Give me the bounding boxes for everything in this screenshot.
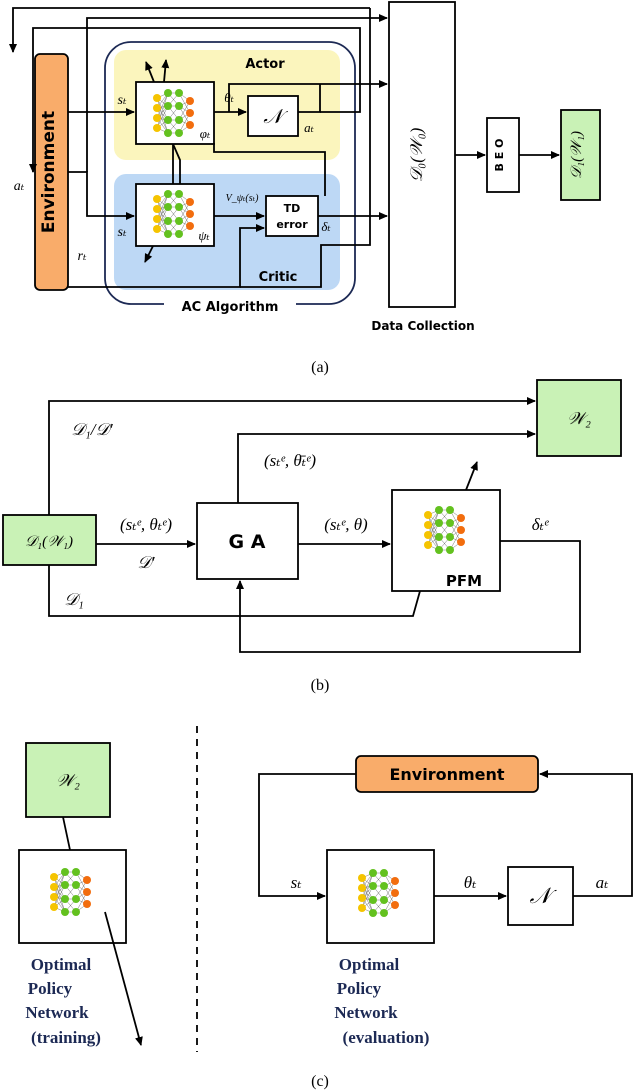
s-t-actor: sₜ <box>118 93 127 108</box>
delta-t-label: δₜ <box>321 219 331 234</box>
theta-t-label-c: θₜ <box>464 873 477 892</box>
r-t-label: rₜ <box>78 249 87 264</box>
panel-b: 𝒲₂ 𝒟₁(𝒲₁) G A PFM 𝒟₁/𝒟′ (sₜᵉ, θ̄ₜᵉ) (sₜᵉ… <box>2 379 622 694</box>
delta-e-label: δₜᵉ <box>532 515 549 534</box>
data-collection-label: Data Collection <box>371 319 474 333</box>
training-label-line1: Optimal <box>31 955 92 974</box>
d1-over-dprime-label: 𝒟₁/𝒟′ <box>71 420 113 439</box>
d1-label-b: 𝒟₁ <box>64 590 83 609</box>
a-t-right: aₜ <box>304 120 315 135</box>
panel-a: Environment 𝒩 TD error 𝒟₀(𝒲₀) Data Colle… <box>9 1 601 376</box>
s-theta-e-label: (sₜᵉ, θₜᵉ) <box>120 515 172 534</box>
a-t-left: aₜ <box>14 179 25 194</box>
evaluation-network-box <box>326 849 435 944</box>
caption-b: (b) <box>311 677 330 694</box>
panel-a-connectors <box>9 7 560 288</box>
training-label-line2: Policy <box>28 979 73 998</box>
panel-c-connectors <box>258 770 633 900</box>
ac-label-bg <box>164 298 296 314</box>
td-label: TD <box>284 202 301 215</box>
training-output-arrow <box>104 911 143 1046</box>
d1w1-label-b: 𝒟₁(𝒲₁) <box>25 534 73 550</box>
ac-algorithm-label: AC Algorithm <box>182 300 279 315</box>
error-label: error <box>276 218 308 231</box>
s-theta-bar-label: (sₜᵉ, θ̄ₜᵉ) <box>264 451 316 470</box>
dprime-label: 𝒟′ <box>137 553 155 572</box>
d1w1-label-a: 𝒟₁(𝒲₁) <box>569 131 585 179</box>
d1w1-box-a <box>560 109 601 201</box>
s-t-label-c: sₜ <box>291 873 303 892</box>
w2-box-b <box>536 379 622 457</box>
environment-label: Environment <box>39 111 59 233</box>
w2-label-b: 𝒲₂ <box>567 409 591 428</box>
beo-label: B E O <box>493 139 506 172</box>
evaluation-label-line2: Policy <box>337 979 382 998</box>
phi-t-label: φₜ <box>200 126 211 141</box>
td-error-box <box>265 195 319 237</box>
pfm-label: PFM <box>446 572 482 590</box>
evaluation-label-line4: (evaluation) <box>343 1028 430 1047</box>
w2-label-c: 𝒲₂ <box>56 771 80 790</box>
data-collection-box <box>388 1 456 308</box>
caption-c: (c) <box>311 1073 329 1090</box>
a-t-label-c: aₜ <box>596 873 610 892</box>
evaluation-label-line1: Optimal <box>339 955 400 974</box>
beo-box <box>486 117 520 193</box>
w2-to-network-line <box>62 816 71 851</box>
evaluation-label-line3: Network <box>334 1003 398 1022</box>
critic-label: Critic <box>259 270 298 285</box>
training-network-box <box>18 849 127 944</box>
s-theta-label: (sₜᵉ, θ) <box>324 515 368 534</box>
ga-box <box>196 502 299 580</box>
psi-t-label: ψₜ <box>198 228 210 243</box>
caption-a: (a) <box>311 359 329 376</box>
training-label-line3: Network <box>25 1003 89 1022</box>
d0-label: 𝒟₀(𝒲₀) <box>407 127 426 182</box>
actor-label: Actor <box>245 57 285 72</box>
w2-box-c <box>25 742 111 818</box>
panel-b-connectors <box>48 397 581 653</box>
pfm-box <box>391 489 501 592</box>
normal-dist-label: 𝒩 <box>263 106 288 128</box>
critic-network-box <box>135 183 215 247</box>
actor-network-box <box>135 81 215 145</box>
training-label-line4: (training) <box>31 1028 101 1047</box>
panel-c: 𝒲₂ Optimal Policy Network (training) Env… <box>18 726 633 1090</box>
ga-label: G A <box>229 531 266 553</box>
s-t-critic: sₜ <box>118 225 127 240</box>
normal-dist-box <box>247 95 299 137</box>
environment-label-c: Environment <box>389 765 504 784</box>
v-psi-label: V_ψₜ(sₜ) <box>226 193 259 204</box>
